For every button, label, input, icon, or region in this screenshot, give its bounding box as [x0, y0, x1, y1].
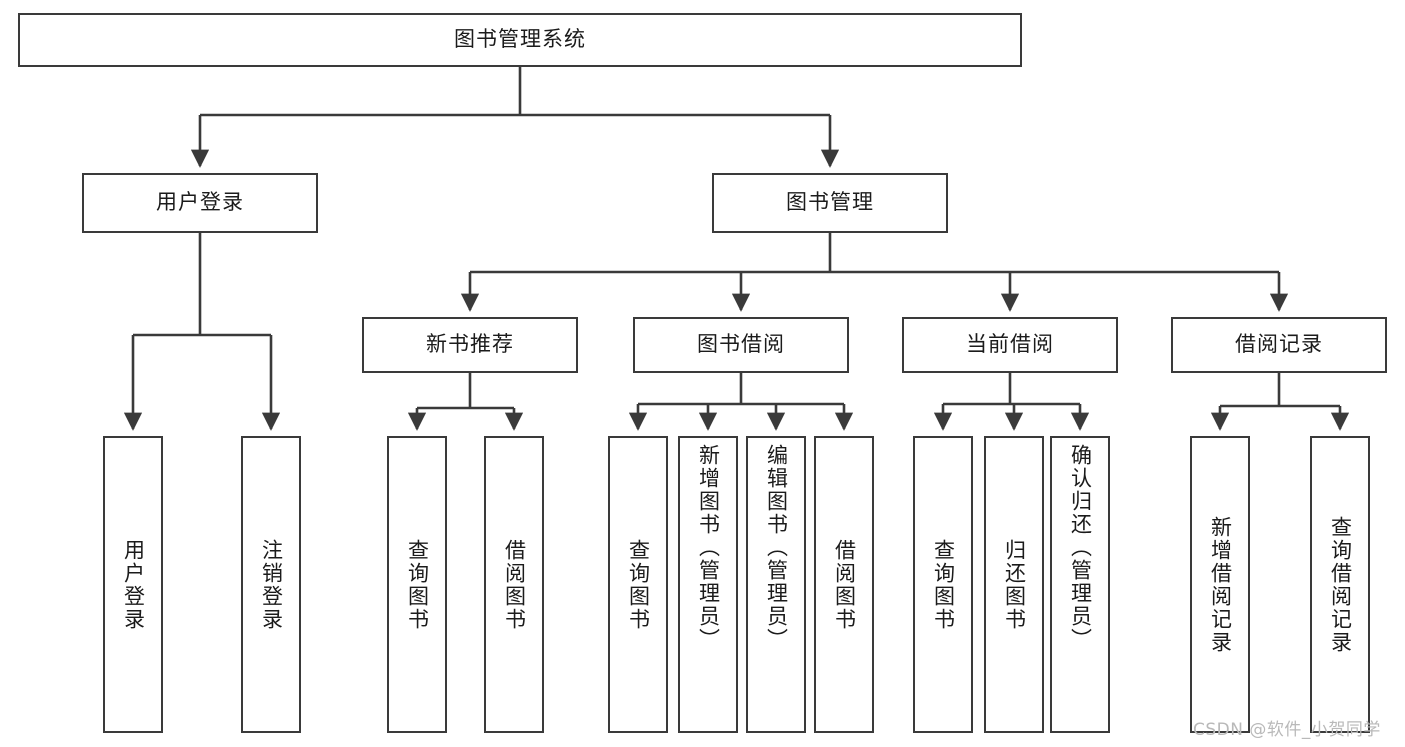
- node-leaf-6[interactable]: 新增图书（管理员）: [678, 436, 738, 733]
- node-leaf-13[interactable]: 查询借阅记录: [1310, 436, 1370, 733]
- node-leaf-7[interactable]: 编辑图书（管理员）: [746, 436, 806, 733]
- node-level2-1[interactable]: 新书推荐: [362, 317, 578, 373]
- node-level2-2[interactable]: 图书借阅: [633, 317, 849, 373]
- node-leaf-1[interactable]: 用户登录: [103, 436, 163, 733]
- node-root-book-management-system[interactable]: 图书管理系统: [18, 13, 1022, 67]
- csdn-watermark: CSDN @软件_小贺同学: [1193, 720, 1381, 740]
- node-leaf-5[interactable]: 查询图书: [608, 436, 668, 733]
- node-leaf-3[interactable]: 查询图书: [387, 436, 447, 733]
- node-leaf-2[interactable]: 注销登录: [241, 436, 301, 733]
- node-leaf-9[interactable]: 查询图书: [913, 436, 973, 733]
- node-level2-3[interactable]: 当前借阅: [902, 317, 1118, 373]
- node-leaf-12[interactable]: 新增借阅记录: [1190, 436, 1250, 733]
- node-leaf-11[interactable]: 确认归还（管理员）: [1050, 436, 1110, 733]
- node-level1-2[interactable]: 图书管理: [712, 173, 948, 233]
- node-leaf-8[interactable]: 借阅图书: [814, 436, 874, 733]
- node-leaf-4[interactable]: 借阅图书: [484, 436, 544, 733]
- node-leaf-10[interactable]: 归还图书: [984, 436, 1044, 733]
- node-level2-4[interactable]: 借阅记录: [1171, 317, 1387, 373]
- node-level1-1[interactable]: 用户登录: [82, 173, 318, 233]
